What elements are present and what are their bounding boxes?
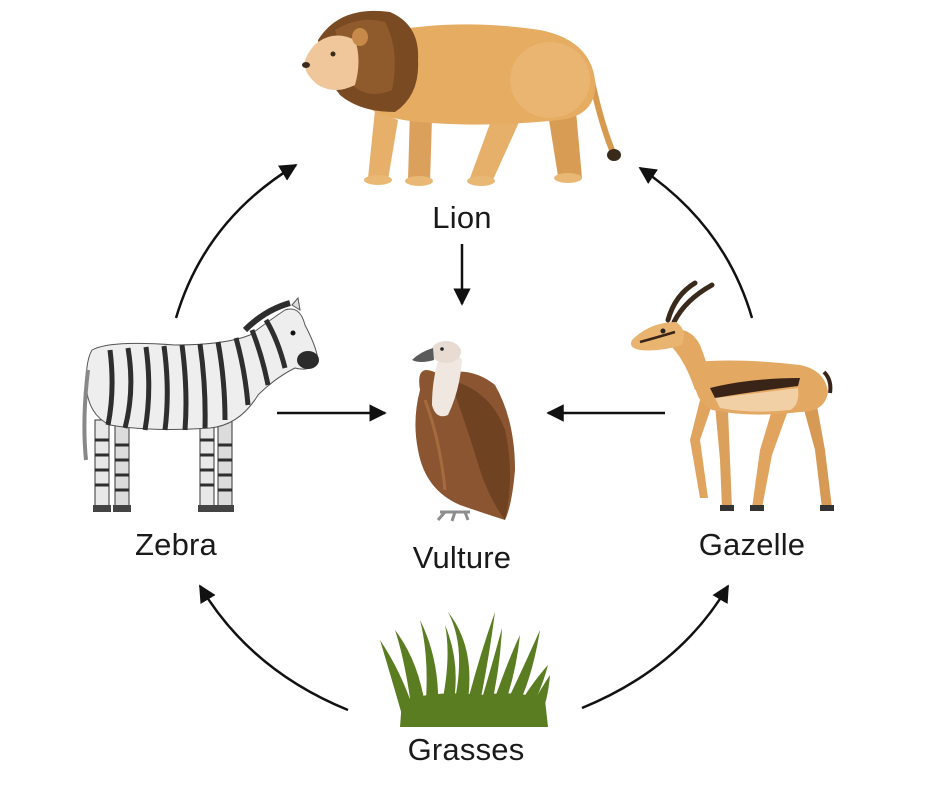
arrow-zebra-to-lion	[174, 163, 298, 319]
label-gazelle: Gazelle	[698, 527, 806, 562]
label-zebra: Zebra	[135, 527, 217, 562]
gazelle-icon	[631, 280, 834, 511]
label-grasses: Grasses	[407, 732, 525, 767]
arrow-grasses-to-zebra	[198, 584, 349, 712]
label-lion: Lion	[432, 200, 492, 235]
label-vulture: Vulture	[412, 540, 512, 575]
grass-icon	[380, 612, 550, 727]
lion-icon	[302, 10, 621, 186]
arrow-grasses-to-gazelle	[581, 584, 730, 710]
arrow-gazelle-to-lion	[638, 166, 754, 319]
vulture-icon	[412, 341, 515, 522]
zebra-icon	[82, 296, 319, 512]
